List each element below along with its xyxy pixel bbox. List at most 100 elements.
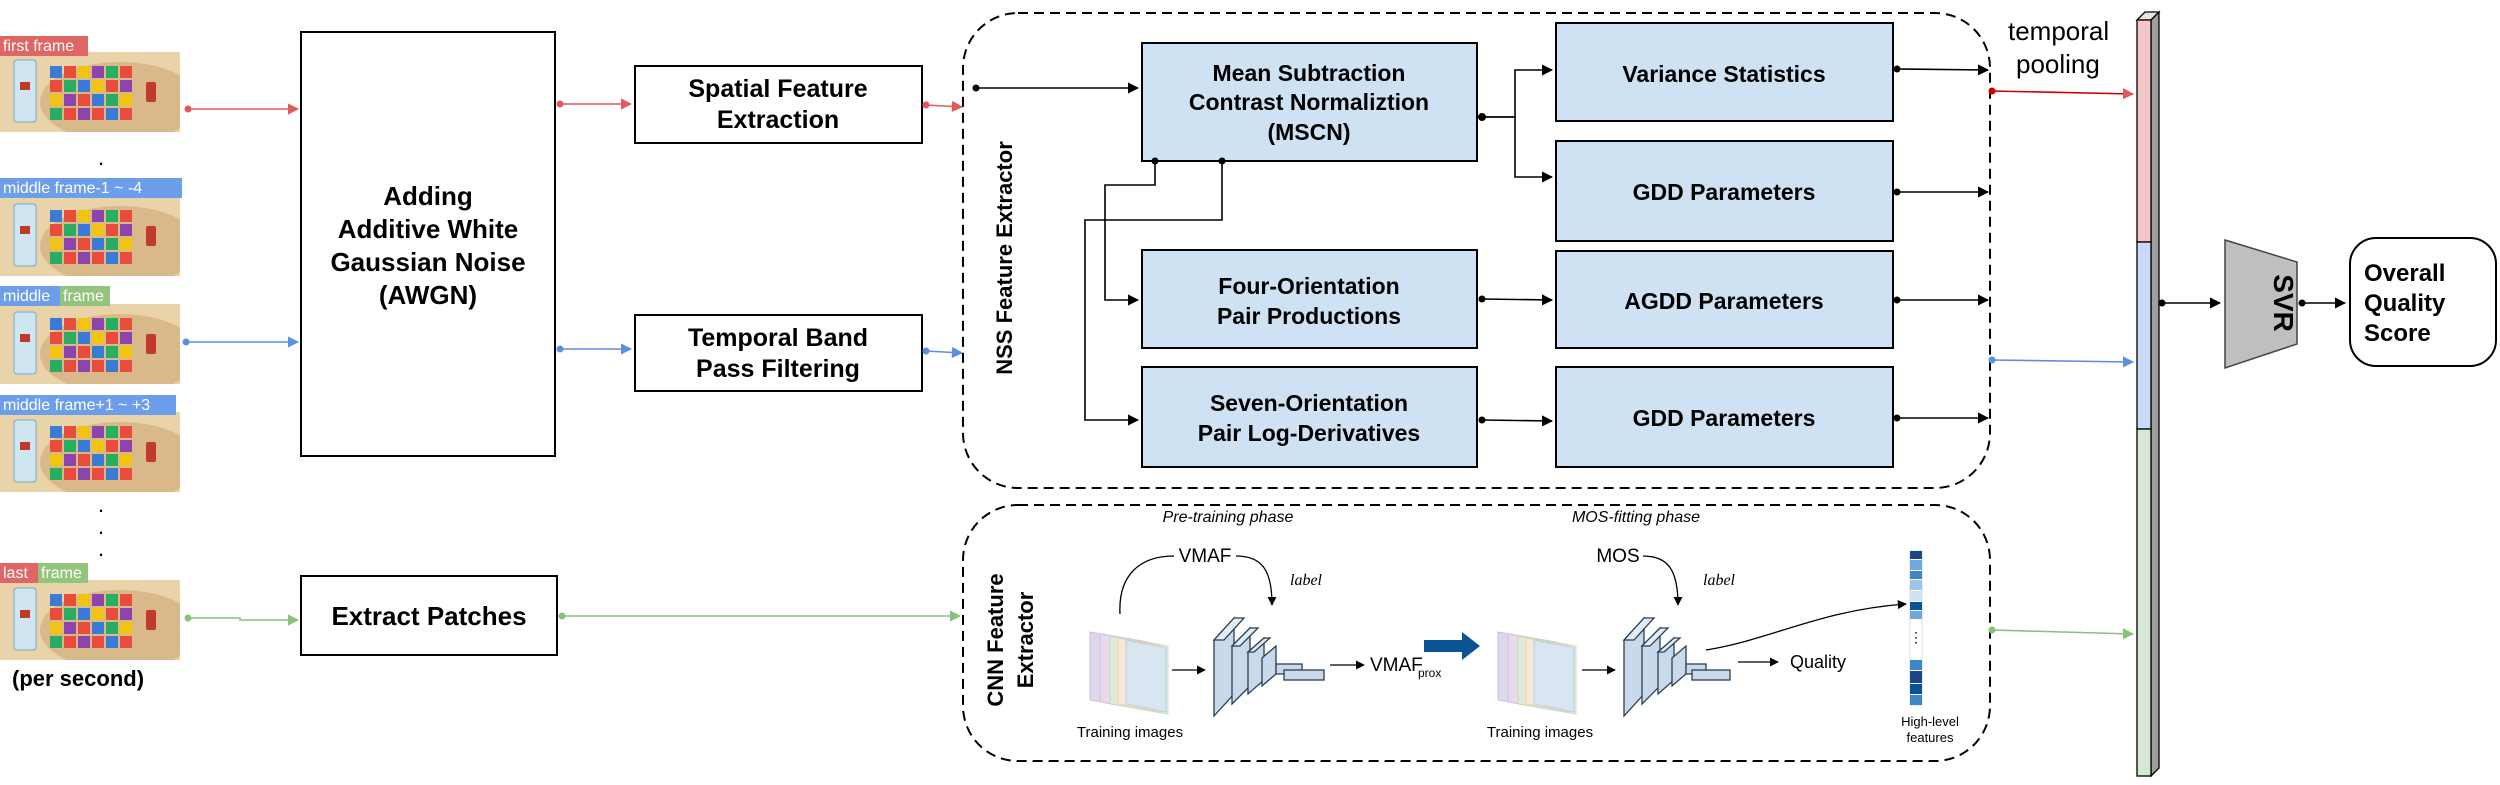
seven-line1: Seven-Orientation [1210, 390, 1408, 416]
dot-nss-in [972, 84, 980, 92]
four-line2: Pair Productions [1217, 303, 1401, 329]
mosfitting-label: MOS-fitting phase [1572, 509, 1700, 526]
dot-agdd-out [1893, 296, 1901, 304]
feature-bar-blue [2136, 241, 2152, 430]
arrow-cnn-green-to-bar [1991, 628, 2135, 640]
tag-middle-blue [0, 286, 60, 306]
transfer-arrow [1424, 632, 1480, 660]
cnn-label-1: CNN Feature [983, 573, 1008, 706]
awgn-line4: (AWGN) [379, 280, 477, 310]
temporal-line1: Temporal Band [688, 324, 868, 352]
awgn-box [300, 31, 556, 457]
dot-seven-out [1478, 416, 1486, 424]
overall-line2: Quality [2364, 290, 2446, 317]
arrow-nss-red-to-bar [1991, 88, 2135, 100]
mos-curve [1642, 555, 1683, 606]
feature-bar-red [2136, 19, 2152, 243]
mscn-line2: Contrast Normaliztion [1189, 89, 1429, 115]
overall-line1: Overall [2364, 260, 2445, 287]
arrow-cnn2-to-features [1705, 600, 1907, 651]
arrow-temporal-to-nss [925, 346, 964, 359]
tag-last-red [0, 563, 38, 583]
vmaf-left-curve [1119, 555, 1175, 615]
extract-patches-label: Extract Patches [331, 601, 526, 631]
arrow-spatial-to-nss [925, 100, 964, 113]
arrow-seven-to-gdd2 [1481, 415, 1554, 427]
gdd1-label: GDD Parameters [1633, 179, 1816, 205]
tag-middle-label-a: middle [3, 288, 50, 305]
tag-middle-plus-label: middle frame+1 ~ +3 [3, 397, 150, 414]
vmaf-right-curve [1235, 555, 1277, 606]
gdd1-box [1555, 140, 1894, 242]
gdd2-label: GDD Parameters [1633, 405, 1816, 431]
dot-svr-out [2298, 299, 2306, 307]
pretraining-label: Pre-training phase [1163, 509, 1294, 526]
dots-1: . [98, 145, 104, 170]
agdd-label: AGDD Parameters [1624, 288, 1823, 314]
frame-middle-minus: middle frame-1 ~ -4 [0, 178, 182, 276]
dot-bar-out [2158, 299, 2166, 307]
nss-container [962, 12, 1991, 489]
dot-gdd2-out [1893, 414, 1901, 422]
dots-2: . [98, 492, 104, 517]
dot-variance-out [1893, 65, 1901, 73]
temporal-line2: Pass Filtering [696, 355, 860, 383]
seven-orientation-box [1141, 366, 1478, 468]
highlevel-line2: features [1907, 730, 1954, 745]
variance-box [1555, 22, 1894, 122]
gdd2-box [1555, 366, 1894, 468]
tag-last-label-b: frame [41, 565, 82, 582]
temporal-filter-box [634, 314, 923, 392]
tag-first-frame-label: first frame [3, 38, 74, 55]
highlevel-line1: High-level [1901, 714, 1959, 729]
feature-ellipsis: ⋮ [1909, 629, 1923, 645]
frame-middle: middle frame [0, 286, 180, 384]
feature-bar [2135, 10, 2161, 778]
arrow-mscn-to-variance [1482, 64, 1554, 118]
feature-bar-green [2136, 428, 2152, 777]
dots-3: . [98, 514, 104, 539]
dot-awgn-red [556, 100, 564, 108]
awgn-line1: Adding [383, 181, 473, 211]
awgn-line2: Additive White [338, 214, 519, 244]
temporal-pooling-line1: temporal [2008, 16, 2109, 46]
four-orientation-box [1141, 249, 1478, 349]
arrow-last-to-extract [188, 614, 300, 626]
dot-spatial [922, 101, 930, 109]
mos-label: MOS [1596, 546, 1639, 567]
temporal-pooling-line2: pooling [2016, 49, 2100, 79]
spatial-line2: Extraction [717, 106, 839, 134]
label-b: label [1703, 572, 1736, 589]
tag-last-green [38, 563, 88, 583]
mscn-line1: Mean Subtraction [1213, 60, 1406, 86]
spatial-line1: Spatial Feature [688, 75, 867, 103]
overall-score-box [2349, 237, 2497, 367]
dot-nss-red [1988, 87, 1996, 95]
mscn-box [1141, 42, 1478, 162]
dot-mscn-out [1478, 113, 1486, 121]
arrow-mscn-to-gdd1 [1482, 116, 1554, 183]
dots-4: . [98, 536, 104, 561]
tag-middle-minus-label: middle frame-1 ~ -4 [3, 180, 142, 197]
dot-mscn-a [1151, 157, 1159, 165]
frame-middle-plus: middle frame+1 ~ +3 [0, 395, 180, 492]
frame-last: last frame [0, 563, 180, 660]
dot-cnn-green [1988, 626, 1996, 634]
cnn-label-2: Extractor [1013, 591, 1038, 688]
dot-extract-green [558, 612, 566, 620]
arrow-mscn-to-four [1104, 161, 1156, 306]
dot-four-out [1478, 295, 1486, 303]
dot-temporal [922, 347, 930, 355]
training-images-2 [1497, 631, 1577, 715]
agdd-box [1555, 250, 1894, 349]
tag-first-frame [0, 36, 88, 56]
arrow-four-to-agdd [1481, 294, 1554, 306]
spatial-feature-box [634, 65, 923, 144]
vmaf-label: VMAF [1179, 546, 1232, 567]
cnn-container [962, 504, 1991, 762]
svr-label: SVR [2268, 274, 2299, 332]
svr-trapezoid [2224, 238, 2298, 370]
tag-middle-green [60, 286, 110, 306]
tag-middle-label-b: frame [63, 288, 104, 305]
